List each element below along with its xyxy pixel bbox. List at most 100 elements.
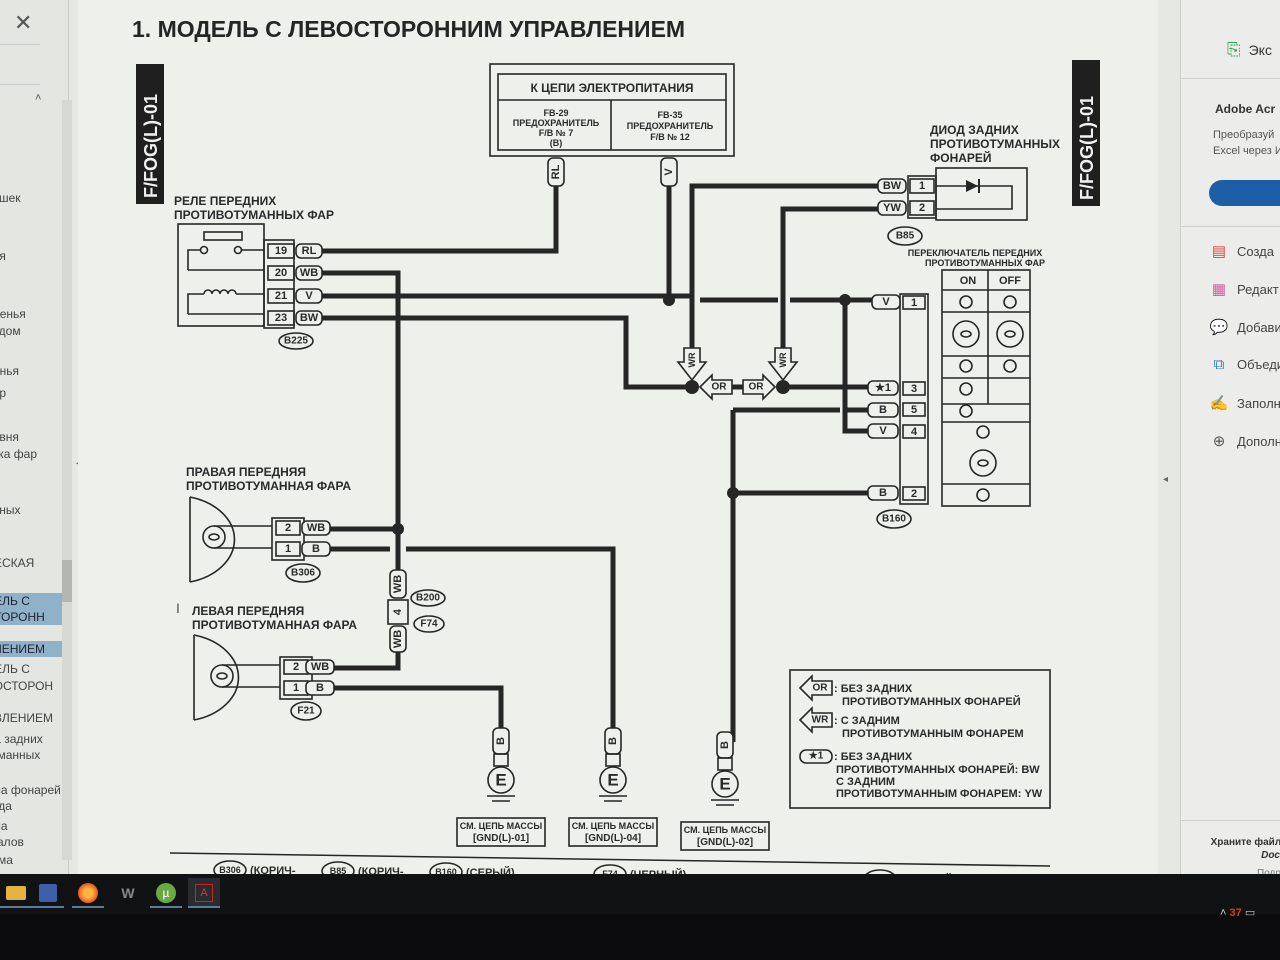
taskbar-game-app[interactable]: W [112,878,144,908]
svg-text:5: 5 [911,404,917,416]
bookmark-item[interactable]: ЧЕСКАЯ [0,556,35,570]
promo-text: Преобразуй Excel через И [1213,127,1280,159]
close-icon[interactable]: ✕ [14,10,33,35]
wires [318,183,878,742]
bookmark-item[interactable]: денья [0,364,20,378]
side-code-left: F/FOG(L)-01 [141,94,161,198]
page-title: 1. МОДЕЛЬ С ЛЕВОСТОРОННИМ УПРАВЛЕНИЕМ [132,16,685,42]
junction-arrows: WR WR OR OR [676,347,799,401]
bookmarks-panel: ✕ ˄ душек ния иденья водом денья рар ровня учка… [0,0,69,880]
svg-text:V: V [305,290,313,302]
bookmark-item[interactable]: ВОСТОРОН [0,679,54,693]
taskbar-save-app[interactable] [32,878,64,908]
svg-text:B: B [607,737,619,745]
svg-text:RL: RL [302,245,317,257]
svg-text:РЕЛЕ ПЕРЕДНИХ: РЕЛЕ ПЕРЕДНИХ [174,194,276,208]
tool-item[interactable]: 💬Добави [1209,318,1280,336]
diode-rear-fog-lights: ДИОД ЗАДНИХ ПРОТИВОТУМАННЫХ ФОНАРЕЙ 1 2 … [877,123,1060,246]
bookmark-item[interactable]: ема [0,819,8,833]
tool-item[interactable]: ▤Созда [1209,242,1274,260]
bookmark-item[interactable]: ДЕЛЬ С [0,593,68,609]
bookmark-item[interactable]: ДЕЛЬ С [0,662,30,676]
bookmark-item[interactable]: ема фонарей [0,783,61,797]
svg-text:YW: YW [883,202,901,214]
svg-text:ПРЕДОХРАНИТЕЛЬ: ПРЕДОХРАНИТЕЛЬ [627,121,714,131]
svg-text:B85: B85 [330,866,347,876]
tool-item[interactable]: ▦Редакт [1209,280,1279,298]
divider [1181,820,1280,821]
inline-connector-b200-f74: WB 4 WB B200 F74 [387,569,446,653]
file-explorer-icon [6,886,26,900]
tray-network-icon[interactable]: ▭ [1244,907,1256,919]
scroll-up-icon[interactable]: ˄ [1180,22,1181,33]
svg-text:WB: WB [392,575,404,593]
tool-label: Объеди [1237,357,1280,372]
bookmarks-scrollbar[interactable] [62,100,72,860]
utorrent-icon: µ [156,883,176,903]
svg-text:1: 1 [293,682,299,694]
create-pdf-icon: ▤ [1211,243,1227,260]
svg-text:СМ. ЦЕПЬ МАССЫ: СМ. ЦЕПЬ МАССЫ [460,821,543,831]
svg-text:E: E [495,771,506,790]
tool-item[interactable]: ⊕Дополни [1209,432,1280,450]
collapse-right-icon[interactable]: ◂ [1163,474,1169,485]
svg-text:ПРОТИВОТУМАННАЯ ФАРА: ПРОТИВОТУМАННАЯ ФАРА [192,618,357,632]
bookmark-item[interactable]: ма задних [0,732,43,746]
bookmark-item[interactable]: АВЛЕНИЕМ [0,711,54,725]
svg-text:V: V [663,168,675,176]
svg-text:F74: F74 [420,619,438,630]
bookmark-item[interactable]: иденья [0,307,26,321]
svg-text:[GND(L)-01]: [GND(L)-01] [473,833,529,844]
taskbar-firefox[interactable] [72,878,104,908]
taskbar-utorrent[interactable]: µ [150,878,182,908]
svg-text:(B): (B) [550,138,563,148]
svg-text:FB-35: FB-35 [657,110,682,120]
bookmark-item[interactable]: гналов [0,835,24,849]
taskbar-file-explorer[interactable] [0,878,32,908]
svg-text:BW: BW [300,312,319,324]
bookmark-item[interactable]: учка фар [0,447,37,461]
svg-text:WB: WB [392,630,404,648]
bookmark-item[interactable]: хода [0,799,12,813]
relay-fog-lights: РЕЛЕ ПЕРЕДНИХ ПРОТИВОТУМАННЫХ ФАР 19 20 … [174,194,334,350]
tool-item[interactable]: ⧉Объеди [1209,356,1280,373]
svg-text:OR: OR [712,382,728,393]
bookmark-item[interactable]: СТОРОНН [0,609,68,625]
svg-text:B: B [719,741,731,749]
svg-text:2: 2 [919,202,925,214]
bookmark-item[interactable]: водом [0,324,21,338]
side-code-box-right [1072,60,1100,206]
bookmark-item[interactable]: ровня [0,430,19,444]
svg-text:: БЕЗ ЗАДНИХ: : БЕЗ ЗАДНИХ [834,751,913,763]
scroll-up-icon[interactable]: ˄ [35,92,42,104]
promo-convert-button[interactable] [1209,180,1280,206]
bookmark-item[interactable]: ния [0,248,68,264]
svg-text:ФОНАРЕЙ: ФОНАРЕЙ [930,150,992,165]
svg-text:3: 3 [911,383,917,395]
svg-text:OFF: OFF [999,275,1021,287]
comment-icon: 💬 [1209,319,1229,336]
bookmark-item[interactable]: анных [0,503,21,517]
taskbar-acrobat[interactable]: A [188,878,220,908]
svg-text:B: B [495,737,507,745]
bookmarks-scroll-thumb[interactable] [62,560,72,602]
docs-text-line: Docum [1261,850,1280,861]
tool-label: Заполни [1237,396,1280,411]
bookmark-item[interactable]: туманных [0,748,41,762]
svg-text:ПРОТИВОТУМАННЫХ: ПРОТИВОТУМАННЫХ [930,137,1060,151]
more-info-link[interactable]: Подр [1257,868,1280,879]
export-pdf-tool[interactable]: ⎘Экс [1227,40,1272,60]
bookmark-item[interactable]: тема [0,853,13,867]
bookmark-item[interactable]: душек [0,191,21,205]
tray-expand-icon[interactable]: ˄ [1220,907,1227,919]
bookmark-item[interactable]: ВЛЕНИЕМ [0,641,68,657]
bookmark-item[interactable]: рар [0,386,7,400]
tool-item[interactable]: ✍Заполни [1209,394,1280,412]
wire-junctions [392,294,851,535]
screen: ✕ ˄ душек ния иденья водом денья рар ровня учка… [0,0,1280,880]
svg-text:B225: B225 [284,336,308,347]
svg-text:B200: B200 [416,593,440,604]
divider [0,84,40,85]
svg-text:B85: B85 [896,231,915,242]
svg-text:ПЕРЕКЛЮЧАТЕЛЬ ПЕРЕДНИХ: ПЕРЕКЛЮЧАТЕЛЬ ПЕРЕДНИХ [908,248,1042,258]
